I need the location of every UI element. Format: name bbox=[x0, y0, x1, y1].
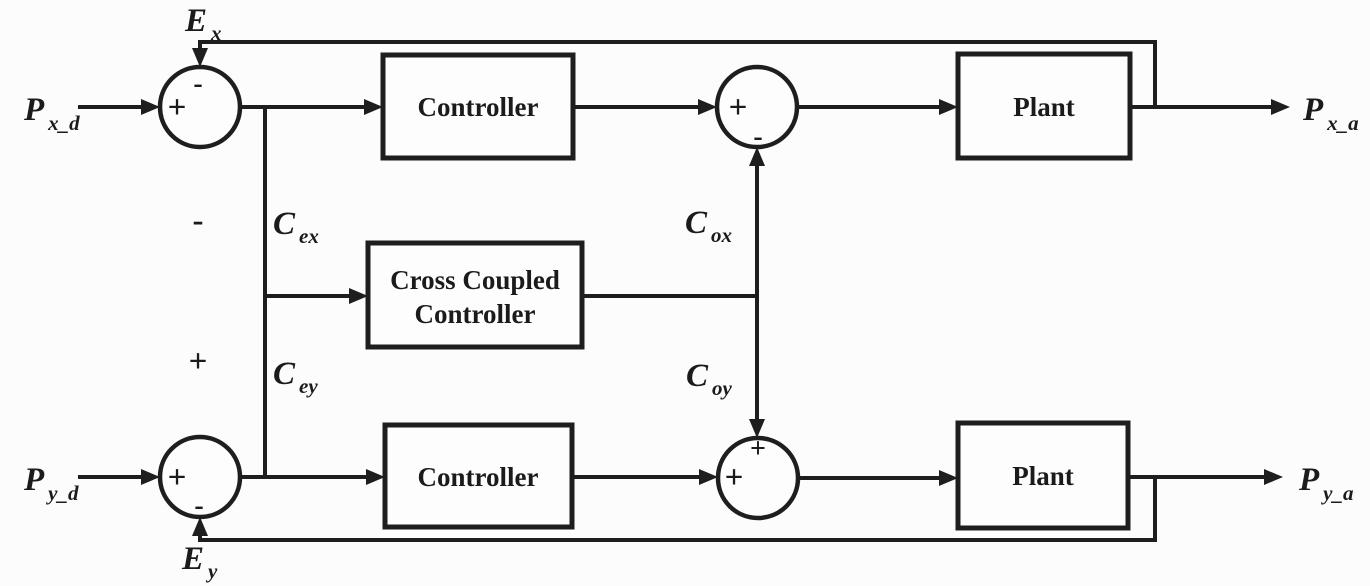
label-sub: y_a bbox=[1320, 481, 1353, 505]
label-main: C bbox=[686, 358, 709, 394]
label-main: E bbox=[181, 541, 204, 577]
summing-junction-y-mid bbox=[715, 435, 801, 521]
controller-top-label: Controller bbox=[418, 92, 539, 122]
label-main: P bbox=[1302, 92, 1324, 128]
summing-junction-x-mid bbox=[714, 64, 800, 150]
plant-top-label: Plant bbox=[1013, 92, 1075, 122]
junction-x-mid-minus-sign: - bbox=[753, 122, 762, 153]
wire-feedback-x bbox=[192, 40, 1157, 107]
plant-top-block bbox=[955, 51, 1133, 161]
label-sub: ey bbox=[299, 374, 318, 398]
label-output-y: P y_a bbox=[1298, 462, 1354, 505]
blocks bbox=[365, 51, 1133, 531]
controller-bottom-label: Controller bbox=[418, 462, 539, 492]
wires bbox=[78, 40, 1290, 542]
junction-y-mid-plus-top-sign: + bbox=[750, 434, 766, 465]
label-sub: x_a bbox=[1326, 111, 1359, 135]
label-output-x: P x_a bbox=[1302, 92, 1359, 135]
label-main: C bbox=[685, 205, 708, 241]
label-cross-error-x: C ex bbox=[273, 206, 319, 248]
summing-junctions bbox=[157, 64, 801, 521]
label-sub: x_d bbox=[47, 111, 80, 135]
plant-bottom-label: Plant bbox=[1012, 461, 1074, 491]
label-cross-error-y: C ey bbox=[273, 356, 318, 398]
junction-y-input-plus-sign: + bbox=[168, 460, 187, 496]
label-sub: x bbox=[210, 21, 222, 45]
label-sub: y bbox=[205, 559, 218, 583]
signal-labels: E x E y P x_d P y_d P x_a P y_a C ex C bbox=[23, 3, 1359, 583]
junction-x-mid-plus-sign: + bbox=[729, 90, 748, 126]
label-main: C bbox=[273, 356, 296, 392]
label-main: P bbox=[23, 92, 45, 128]
cross-coupled-controller-block bbox=[365, 240, 585, 350]
controller-top-block bbox=[380, 52, 576, 161]
cross-coupled-label-line1: Cross Coupled bbox=[390, 265, 560, 295]
label-error-y: E y bbox=[181, 541, 218, 583]
junction-x-input-plus-sign: + bbox=[168, 90, 187, 126]
label-input-y: P y_d bbox=[23, 462, 79, 505]
label-sub: y_d bbox=[45, 481, 79, 505]
label-main: P bbox=[23, 462, 45, 498]
label-main: P bbox=[1298, 462, 1320, 498]
label-error-x: E x bbox=[184, 3, 222, 45]
branch-upper-minus-sign: - bbox=[193, 203, 204, 239]
junction-y-mid-plus-left-sign: + bbox=[725, 460, 744, 496]
cross-coupled-label-line2: Controller bbox=[415, 299, 536, 329]
junction-y-input-minus-sign: - bbox=[194, 491, 203, 522]
label-main: C bbox=[273, 206, 296, 242]
label-sub: oy bbox=[712, 376, 733, 400]
junction-signs: + - + - + - + + - + bbox=[168, 69, 766, 522]
label-cross-out-y: C oy bbox=[686, 358, 733, 400]
summing-junction-x-input bbox=[157, 64, 243, 150]
label-sub: ex bbox=[299, 224, 319, 248]
summing-junction-y-input bbox=[157, 434, 243, 520]
branch-lower-plus-sign: + bbox=[189, 344, 208, 380]
block-labels: Controller Plant Cross Coupled Controlle… bbox=[390, 92, 1075, 492]
label-cross-out-x: C ox bbox=[685, 205, 732, 247]
wire-feedback-y bbox=[192, 477, 1157, 542]
label-main: E bbox=[184, 3, 207, 39]
label-sub: ox bbox=[711, 223, 732, 247]
label-input-x: P x_d bbox=[23, 92, 80, 135]
controller-bottom-block bbox=[382, 422, 575, 530]
plant-bottom-block bbox=[955, 420, 1131, 531]
junction-x-input-minus-sign: - bbox=[193, 69, 202, 100]
